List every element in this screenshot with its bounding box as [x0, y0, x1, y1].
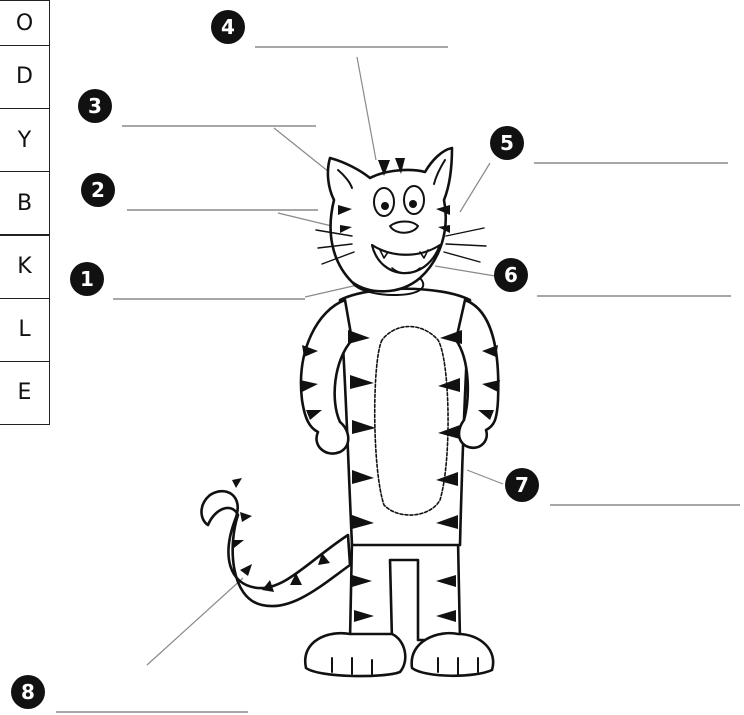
leader-line-5: [460, 163, 490, 212]
marker-number: 6: [504, 263, 518, 287]
marker-7: 7: [505, 468, 539, 502]
leader-line-7: [467, 470, 503, 484]
marker-1: 1: [70, 262, 104, 296]
marker-number: 8: [21, 680, 35, 704]
leader-line-6: [435, 266, 495, 276]
marker-number: 5: [500, 131, 514, 155]
marker-6: 6: [494, 258, 528, 292]
marker-number: 7: [515, 473, 529, 497]
marker-3: 3: [78, 89, 112, 123]
marker-5: 5: [490, 126, 524, 160]
marker-number: 3: [88, 94, 102, 118]
leader-line-3: [274, 128, 334, 176]
tiger-icon: [202, 148, 501, 676]
marker-number: 1: [80, 267, 94, 291]
marker-2: 2: [81, 173, 115, 207]
marker-8: 8: [11, 675, 45, 709]
marker-4: 4: [211, 10, 245, 44]
leader-line-8: [147, 578, 243, 665]
marker-number: 2: [91, 178, 105, 202]
marker-number: 4: [221, 15, 235, 39]
leader-line-4: [357, 57, 376, 160]
